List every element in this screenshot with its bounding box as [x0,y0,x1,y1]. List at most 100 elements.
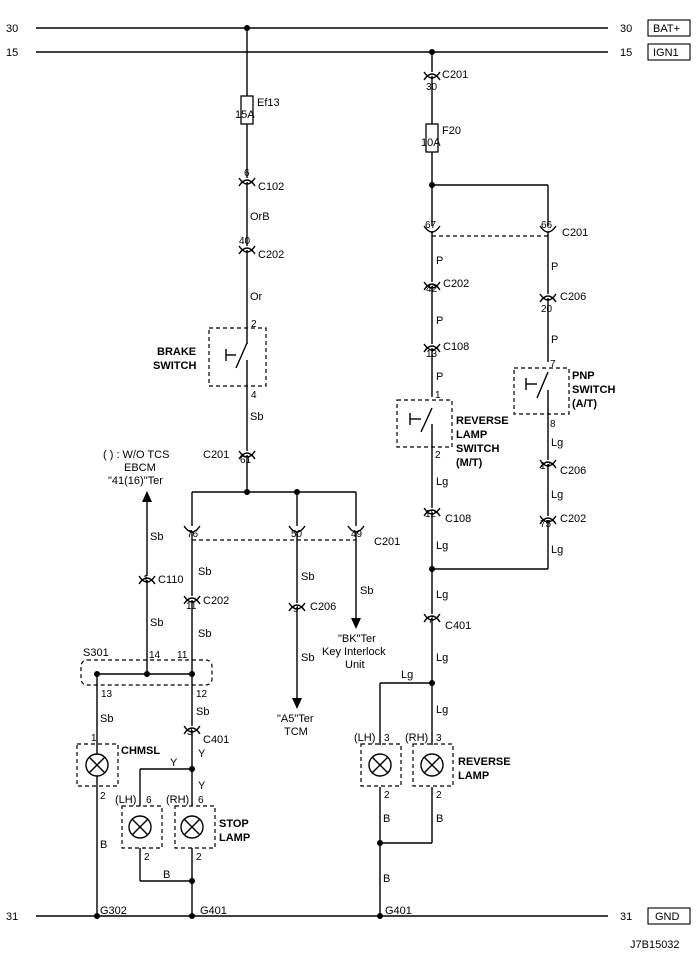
bk-ter: "BK"Ter [338,633,376,645]
bk-key-interlock: Key Interlock [322,646,386,658]
stop-lh: (LH) [115,794,136,806]
wire-y-3: Y [198,780,206,792]
r-c202-label: C202 [443,278,469,290]
r-c401-pin: 7 [428,615,434,626]
connector-arcs [138,71,557,735]
rev-lh-pin: 3 [384,733,390,744]
s301-pin-12: 12 [196,689,208,700]
r-c108-pin: 13 [426,349,438,360]
r-c206b-label: C206 [560,465,586,477]
wire-p-5: P [551,334,558,346]
rail-15-right: 15 [620,47,632,59]
gnd-label: GND [655,911,680,923]
wire-p-4: P [551,261,558,273]
stop-label-2: LAMP [219,832,250,844]
wire-lg-2: Lg [551,489,563,501]
r-c201-pin: 30 [426,82,438,93]
brake-pin-2: 2 [251,319,257,330]
arrows [142,491,361,709]
s301-pin-11: 11 [177,650,188,661]
stop-rh-pin: 6 [198,795,204,806]
note-ebcm: EBCM [124,462,156,474]
g302-label: G302 [100,905,127,917]
a5-ter: "A5"Ter [277,713,314,725]
rev-lh: (LH) [354,732,375,744]
wire-b-1: B [100,839,107,851]
rev-switch-label-4: (M/T) [456,457,483,469]
stop-rh-pin-2: 2 [196,852,202,863]
wire-b-r3: B [383,873,390,885]
rail-30-left: 30 [6,23,18,35]
reverse-lamp-rh-icon [420,753,444,777]
rail-15-left: 15 [6,47,18,59]
wire-lg-5: Lg [436,540,448,552]
arrow-down-icon [351,618,361,629]
wire-sb-f: Sb [301,652,314,664]
wire-sb-g: Sb [360,585,373,597]
c102-pin: 6 [244,168,250,179]
stop-lh-pin-2: 2 [144,852,150,863]
wire-lg-6: Lg [436,589,448,601]
c201-pin-67: 67 [425,220,437,231]
wire-sb-h: Sb [100,713,113,725]
rev-lamp-label-2: LAMP [458,770,489,782]
chmsl-label: CHMSL [121,745,160,757]
brake-pin-4: 4 [251,390,257,401]
chmsl-pin-2: 2 [100,791,106,802]
s301-label: S301 [83,647,109,659]
wire-lg-8: Lg [401,669,413,681]
rail-31-left: 31 [6,911,18,923]
pnp-pin-8: 8 [550,419,556,430]
rev-switch-label-2: LAMP [456,429,487,441]
wire-or: Or [250,291,263,303]
stop-lamp-rh-icon [180,815,204,839]
arrow-up-icon [142,491,152,502]
wire-sb-b: Sb [150,617,163,629]
c202b-label: C202 [203,595,229,607]
fuse-f20: F20 [442,125,461,137]
wire-sb-d: Sb [198,628,211,640]
wire-sb-i: Sb [196,706,209,718]
rev-rh-pin-2: 2 [436,790,442,801]
wire-lg-4: Lg [436,476,448,488]
wire-lg-1: Lg [551,437,563,449]
wire-sb-a: Sb [150,531,163,543]
c401-label: C401 [203,734,229,746]
wire-lg-7: Lg [436,652,448,664]
g401-label-left: G401 [200,905,227,917]
c202-label: C202 [258,249,284,261]
fuse-f20-amp: 10A [421,137,441,149]
rev-switch-label-1: REVERSE [456,415,509,427]
r-c201b-label: C201 [562,227,588,239]
r-c108-label: C108 [443,341,469,353]
lamp-symbols [85,753,444,839]
rev-pin-1: 1 [435,390,441,401]
rail-31-right: 31 [620,911,632,923]
r-c206b-pin: 17 [540,461,552,472]
c201-pin-50: 50 [291,529,303,540]
c202-pin: 40 [239,236,251,247]
pnp-label-3: (A/T) [572,398,597,410]
rail-30-right: 30 [620,23,632,35]
chmsl-pin-1: 1 [91,733,97,744]
pnp-label-1: PNP [572,370,595,382]
s301-pin-13: 13 [101,689,113,700]
rev-switch-label-3: SWITCH [456,443,499,455]
c401-pin: 3 [187,727,193,738]
stop-rh: (RH) [166,794,189,806]
g401-label-right: G401 [385,905,412,917]
wire-y-1: Y [198,748,206,760]
c201b-label: C201 [374,536,400,548]
stop-lamp-lh-icon [128,815,152,839]
pnp-label-2: SWITCH [572,384,615,396]
labels: 30 30 BAT+ 15 15 IGN1 31 31 GND Ef13 15A… [6,23,680,951]
reverse-lamp-lh-icon [368,753,392,777]
r-c202-pin: 42 [426,284,438,295]
s301-pin-14: 14 [149,650,161,661]
r-c202b-label: C202 [560,513,586,525]
r-c108b-label: C108 [445,513,471,525]
wire-sb-brake: Sb [250,411,263,423]
fuse-ef13-amp: 15A [235,109,255,121]
wire-lg-9: Lg [436,704,448,716]
